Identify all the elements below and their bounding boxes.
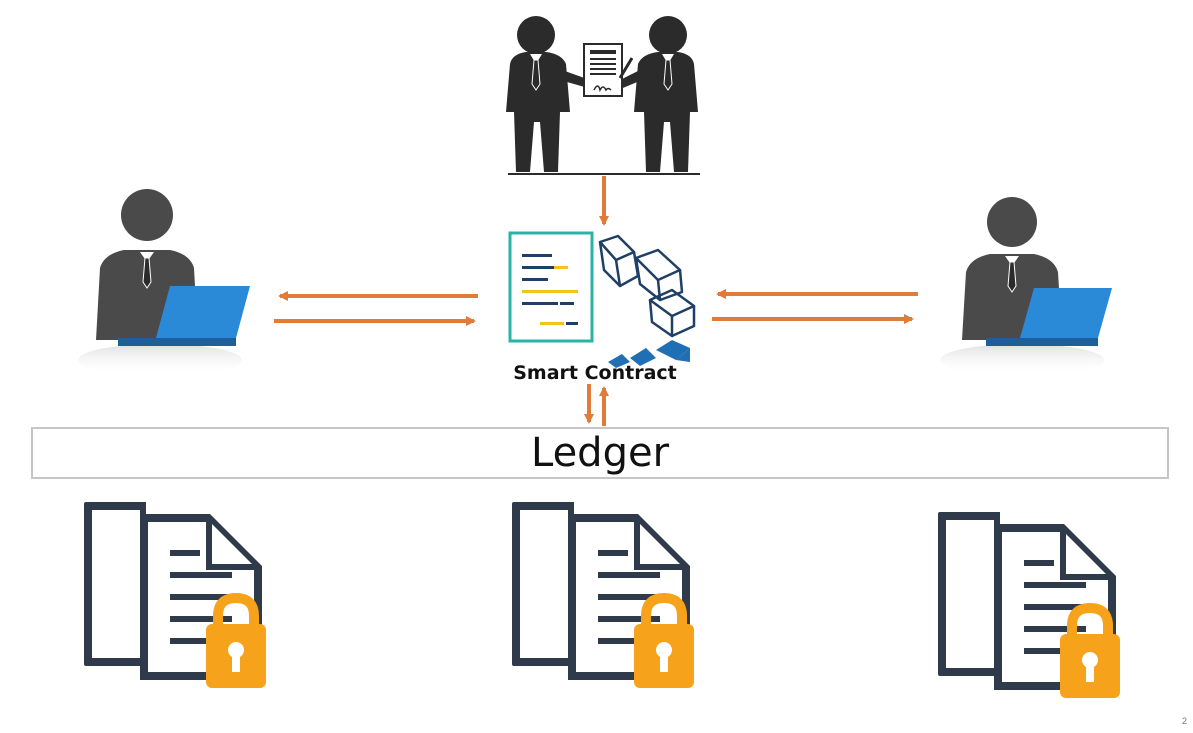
smart-contract-label: Smart Contract <box>513 362 677 384</box>
arrows <box>274 176 918 426</box>
page-number: 2 <box>1181 716 1187 726</box>
locked-document-icon <box>84 502 266 688</box>
right-user-laptop-icon <box>940 197 1112 376</box>
left-user-laptop-icon <box>78 189 250 376</box>
business-handshake-contract-icon <box>506 16 700 175</box>
smart-contract-blockchain-icon <box>508 231 696 368</box>
locked-document-icon <box>938 512 1120 698</box>
ledger-bar: Ledger <box>31 427 1169 479</box>
locked-document-icon <box>512 502 694 688</box>
ledger-label: Ledger <box>530 430 670 476</box>
